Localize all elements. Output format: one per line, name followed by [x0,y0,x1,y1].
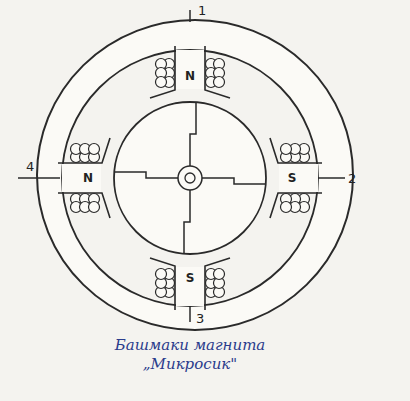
coil-turn [89,202,100,213]
coil-turn [214,269,225,280]
axis-number: 1 [198,4,206,17]
coil-turn [214,77,225,88]
pole-piece [150,46,230,98]
axis-number: 3 [196,312,204,325]
coil-turn [89,144,100,155]
coil-turn [156,77,167,88]
pole-piece [150,258,230,310]
axis-number: 2 [348,172,356,185]
axis-line [189,10,191,22]
pole-core [176,50,204,89]
axis-number: 4 [26,160,34,173]
rotor-segment [190,102,196,166]
rotor-segment [184,190,190,254]
rotor-segment [202,178,266,184]
pole-core [62,164,101,192]
pole-core [279,164,318,192]
coil-turn [281,202,292,213]
pole-piece [58,138,110,218]
axis-line [189,306,191,322]
pole-label: N [185,70,195,82]
stator-inner [62,50,318,306]
pole-outline [58,138,110,218]
pole-outline [270,138,322,218]
pole-label: N [83,172,93,184]
pole-piece [270,138,322,218]
axis-line [318,177,345,179]
caption: Башмаки магнита „Микросик" [105,336,275,374]
pole-label: S [288,172,297,184]
pole-label: S [186,272,195,284]
stator-outer [37,20,353,330]
pole-outline [150,258,230,310]
pole-outline [150,46,230,98]
shaft [185,173,195,183]
axis-line [18,177,60,179]
rotor [114,102,266,254]
rotor-hub [178,166,202,190]
coil-turn [281,144,292,155]
coil-turn [156,269,167,280]
pole-core [176,267,204,306]
rotor-segment [114,172,178,178]
